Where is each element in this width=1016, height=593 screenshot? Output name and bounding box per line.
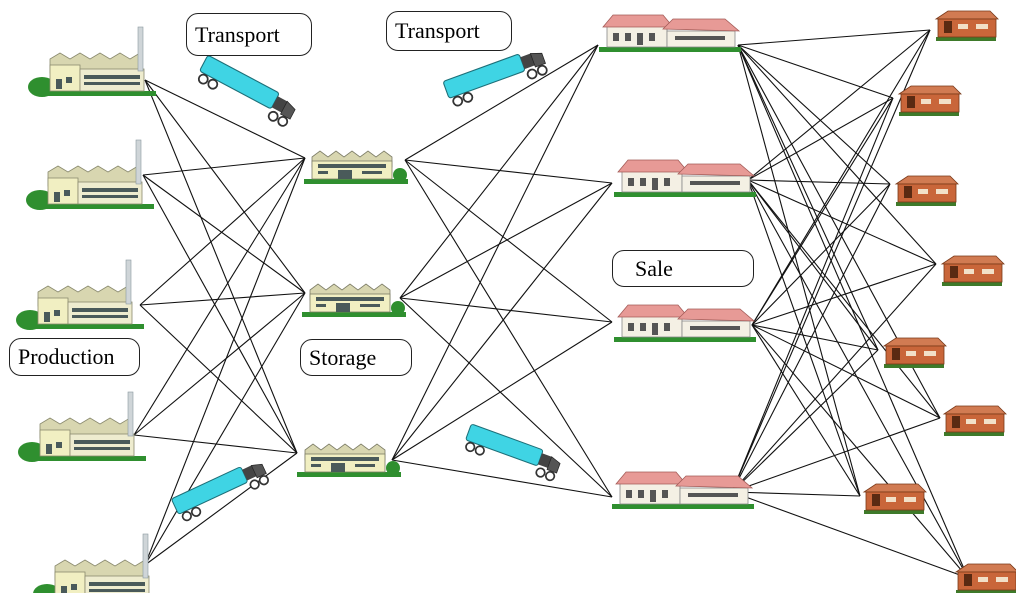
connection-line (747, 179, 879, 351)
connection-line (144, 292, 306, 566)
connection-line (747, 179, 969, 579)
connection-lines (133, 29, 969, 579)
connection-line (391, 459, 613, 498)
store-icon (613, 304, 757, 343)
house-icon (898, 85, 962, 117)
storage-label: Storage (300, 339, 412, 376)
connection-line (133, 157, 306, 436)
connection-line (737, 44, 894, 99)
connection-line (133, 292, 306, 436)
connection-line (751, 97, 894, 326)
connection-line (391, 44, 599, 461)
house-icon (943, 405, 1007, 437)
house-icon (895, 175, 959, 207)
connection-line (139, 157, 306, 306)
warehouse-icon (303, 150, 409, 185)
store-icon (613, 159, 757, 198)
connection-line (731, 491, 861, 497)
connection-line (747, 179, 861, 497)
connection-line (391, 321, 613, 461)
connection-line (404, 159, 613, 498)
sale-label: Sale (612, 250, 754, 287)
connection-line (731, 491, 969, 579)
connection-line (747, 97, 894, 181)
connection-line (144, 79, 306, 294)
connection-line (399, 297, 613, 323)
connection-line (399, 182, 613, 299)
connection-line (731, 97, 894, 493)
connection-line (731, 183, 891, 493)
connection-line (144, 79, 306, 159)
connection-line (751, 183, 891, 326)
factory-icon (17, 391, 147, 463)
connection-line (751, 263, 937, 326)
factory-icon (25, 139, 155, 211)
factory-icon (15, 259, 145, 331)
production-label: Production (9, 338, 140, 376)
connection-line (751, 324, 879, 351)
connection-line (751, 29, 931, 326)
truck-icon (442, 45, 550, 109)
truck-icon (461, 423, 564, 483)
connection-line (133, 434, 298, 454)
store-icon (611, 471, 755, 510)
connection-line (751, 324, 861, 497)
connection-line (142, 157, 306, 176)
connection-line (737, 44, 891, 185)
connection-line (751, 324, 969, 579)
factory-icon (32, 533, 162, 593)
connection-line (399, 297, 613, 498)
connection-line (751, 324, 941, 419)
connection-line (399, 44, 599, 299)
connection-line (731, 263, 937, 493)
connection-line (737, 44, 879, 351)
truck-icon (170, 457, 272, 524)
connection-line (142, 174, 306, 294)
truck-icon (193, 54, 300, 129)
connection-line (139, 292, 306, 306)
warehouse-icon (296, 443, 402, 478)
warehouse-icon (301, 283, 407, 318)
house-icon (883, 337, 947, 369)
house-icon (955, 563, 1016, 593)
transport-label: Transport (386, 11, 512, 51)
factory-icon (27, 26, 157, 98)
store-icon (598, 14, 742, 53)
connection-line (737, 44, 861, 497)
house-icon (935, 10, 999, 42)
connection-line (144, 452, 298, 566)
connection-line (747, 29, 931, 181)
connection-line (144, 79, 298, 454)
connection-line (731, 29, 931, 493)
connection-line (142, 174, 298, 454)
connection-line (737, 29, 931, 46)
house-icon (941, 255, 1005, 287)
connection-line (737, 44, 969, 579)
transport-label: Transport (186, 13, 312, 56)
connection-line (404, 159, 613, 184)
connection-line (731, 349, 879, 493)
connection-line (737, 44, 937, 265)
connection-line (391, 182, 613, 461)
connection-line (404, 44, 599, 161)
connection-line (747, 179, 941, 419)
connection-line (747, 179, 891, 185)
connection-line (144, 157, 306, 566)
house-icon (863, 483, 927, 515)
connection-line (731, 417, 941, 493)
connection-line (404, 159, 613, 323)
